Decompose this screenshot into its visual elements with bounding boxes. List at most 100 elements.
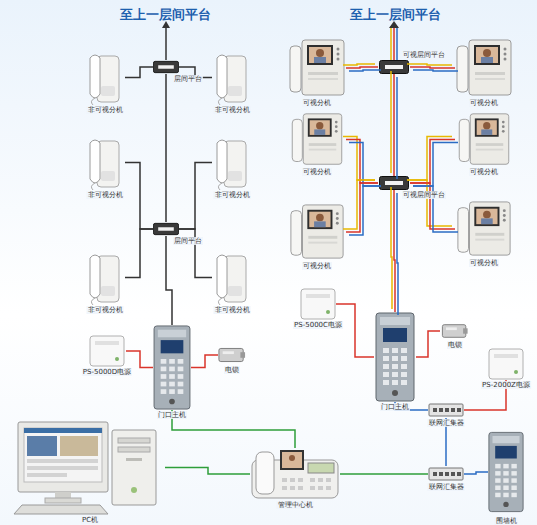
- wire-strand: [172, 410, 295, 448]
- illustration-part: [165, 26, 167, 60]
- wire-connector: [407, 64, 458, 71]
- illustration-part: [282, 452, 302, 468]
- illustration-part: [27, 436, 57, 456]
- device-caption: 可视分机: [469, 168, 499, 176]
- handset-art: [217, 55, 246, 105]
- hub-art: [429, 468, 463, 480]
- wire-strand: [464, 472, 488, 474]
- device-caption: 可视分机: [302, 168, 332, 176]
- video-monitor: 可视分机: [455, 112, 513, 167]
- monitor-art: [292, 114, 342, 164]
- handset-unit: 非可视分机: [85, 250, 125, 305]
- illustration-part: [390, 26, 392, 60]
- handset-unit: 非可视分机: [85, 135, 125, 190]
- handset-art: [217, 255, 246, 305]
- wire-strand: [413, 70, 458, 71]
- platform-box-art: [380, 177, 409, 190]
- illustration-part: [393, 26, 395, 60]
- device-caption: 非可视分机: [87, 191, 124, 199]
- illustration-part: [55, 492, 71, 498]
- illustration-part: [118, 438, 150, 443]
- wire-connector: [166, 236, 172, 325]
- device-caption: PS-5000D电源: [82, 368, 132, 376]
- handset-unit: 非可视分机: [212, 50, 252, 105]
- device-caption: 围墙机: [495, 517, 518, 525]
- device-caption: 门口主机: [157, 411, 187, 419]
- illustration-part: [318, 486, 323, 490]
- monitor-art: [290, 40, 344, 95]
- wire-strand: [191, 355, 218, 368]
- wire-connector: [179, 163, 212, 230]
- device-caption: 门口主机: [380, 403, 410, 411]
- device-caption: 非可视分机: [214, 191, 251, 199]
- wire-connector: [125, 229, 153, 278]
- wire-strand: [125, 67, 153, 78]
- handset-art: [90, 255, 119, 305]
- wire-connector: [191, 355, 218, 368]
- floor-heading: 至上一层间平台: [350, 6, 441, 24]
- illustration-part: [24, 428, 102, 433]
- lock-art: [442, 325, 467, 338]
- wire-connector: [343, 64, 381, 71]
- wire-strand: [393, 74, 395, 176]
- pc-art: [14, 422, 156, 514]
- wire-strand: [340, 473, 428, 475]
- monitor-art: [458, 202, 510, 255]
- monitor-art: [457, 40, 511, 95]
- platform-box: 可视层间平台: [378, 60, 410, 74]
- illustration-part: [126, 458, 142, 461]
- wire-connector: [343, 180, 381, 235]
- wire-strand: [410, 67, 455, 68]
- video-monitor: 可视分机: [288, 38, 346, 98]
- device-caption: 可视分机: [469, 259, 499, 267]
- illustration-part: [14, 505, 108, 514]
- platform-box-art: [380, 61, 409, 74]
- device-caption: 联网汇集器: [428, 483, 465, 491]
- power-art: [90, 336, 124, 366]
- device-caption: 可视分机: [469, 99, 499, 107]
- device-caption: PC机: [81, 516, 99, 524]
- wire-connector: [407, 137, 458, 187]
- platform-box: 层间平台: [153, 60, 179, 74]
- lock-art: [219, 348, 245, 361]
- pc-computer: PC机: [15, 420, 165, 515]
- wire-connector: [172, 410, 295, 448]
- illustration-part: [131, 487, 137, 493]
- door-unit: 门口主机: [153, 325, 191, 410]
- handset-unit: 非可视分机: [212, 250, 252, 305]
- wire-strand: [126, 351, 153, 368]
- wire-strand: [407, 64, 452, 65]
- device-caption: 管理中心机: [277, 501, 314, 509]
- illustration-part: [27, 466, 98, 470]
- device-caption: 可视分机: [302, 262, 332, 270]
- platform-box: 可视层间平台: [378, 176, 410, 190]
- illustration-part: [282, 478, 287, 482]
- wire-strand: [346, 140, 378, 184]
- video-monitor: 可视分机: [288, 112, 346, 167]
- illustration-part: [18, 422, 108, 492]
- wire-strand: [165, 468, 250, 475]
- illustration-part: [112, 430, 156, 505]
- electric-lock: 电锁: [218, 345, 246, 365]
- wire-connector: [340, 474, 428, 475]
- wire-strand: [125, 163, 153, 230]
- platform-box: 层间平台: [153, 222, 179, 236]
- wire-strand: [343, 180, 375, 229]
- illustration-part: [256, 452, 274, 494]
- wire-strand: [346, 183, 378, 232]
- wire-strand: [343, 64, 375, 65]
- device-caption: 可视分机: [302, 99, 332, 107]
- illustration-part: [298, 478, 303, 482]
- illustration-part: [162, 21, 170, 28]
- wire-connector: [391, 71, 397, 179]
- floor-heading: 至上一层间平台: [120, 6, 211, 24]
- device-caption: PS-5000C电源: [293, 321, 343, 329]
- video-monitor: 可视分机: [455, 38, 513, 98]
- device-caption: 可视层间平台: [402, 51, 446, 59]
- device-caption: 层间平台: [173, 75, 203, 83]
- door-unit-art: [376, 313, 414, 401]
- device-caption: 非可视分机: [214, 106, 251, 114]
